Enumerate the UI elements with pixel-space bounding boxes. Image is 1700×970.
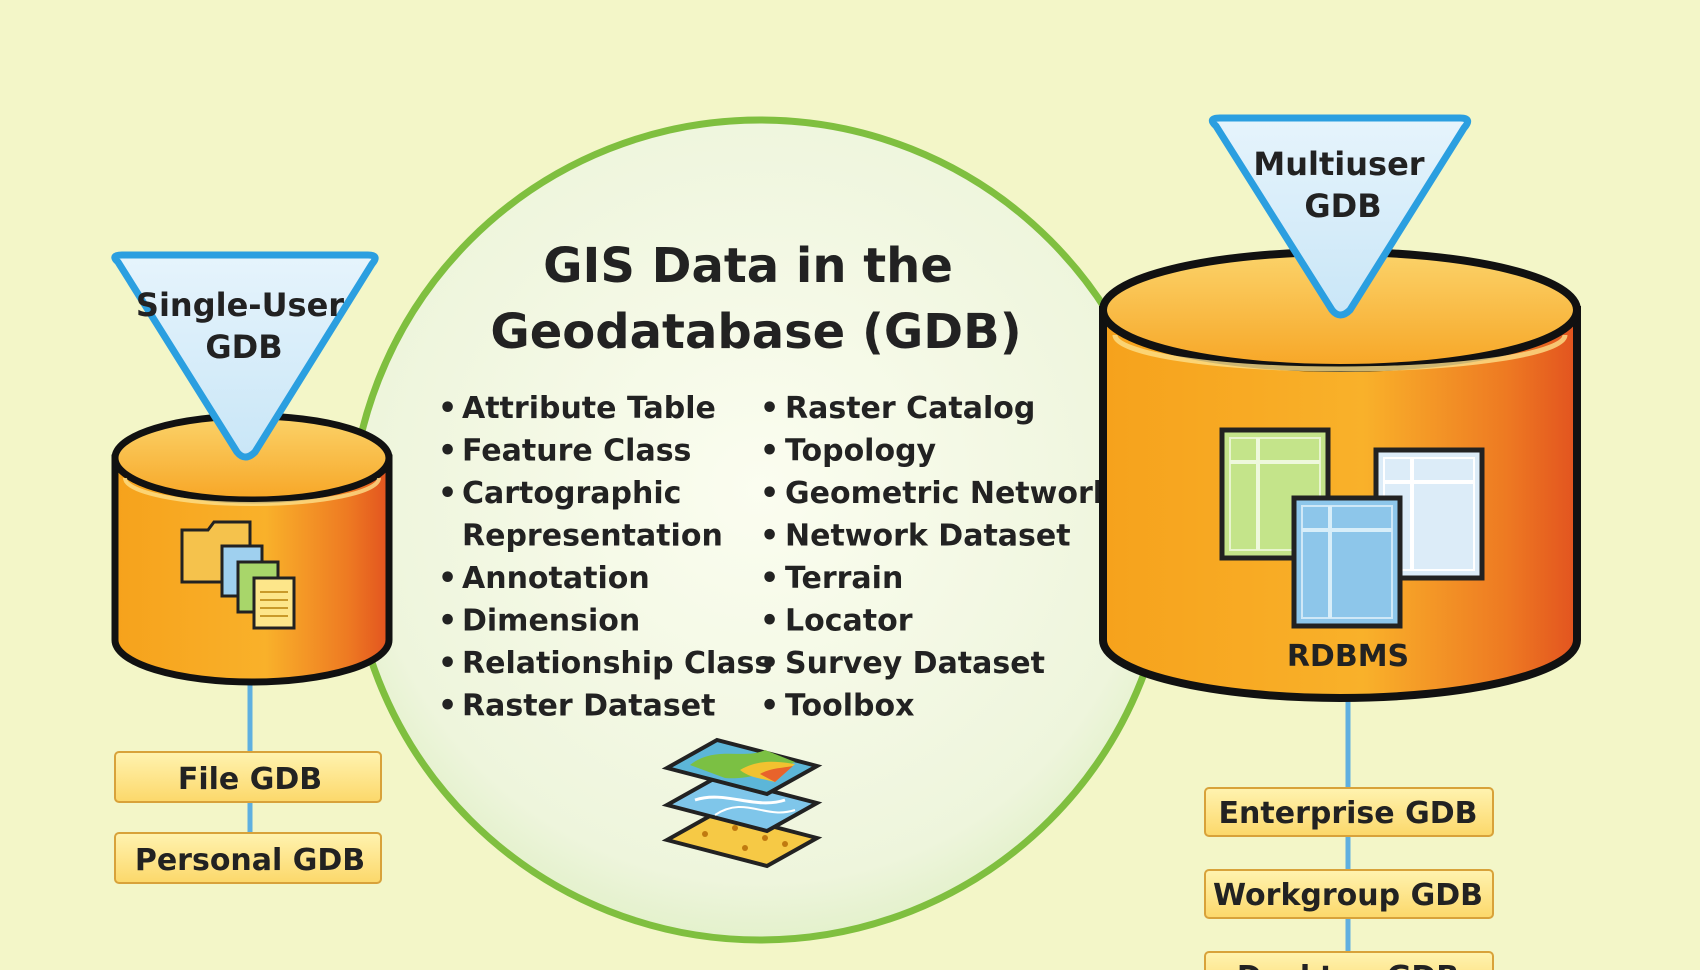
left-list-bullet: •	[438, 604, 457, 639]
left-list-bullet: •	[438, 689, 457, 724]
left-list-item: Dimension	[462, 604, 640, 639]
left-list-bullet: •	[438, 476, 457, 511]
personal-gdb-label: Personal GDB	[135, 843, 365, 878]
right-list-bullet: •	[760, 391, 779, 426]
workgroup-gdb-box: Workgroup GDB	[1204, 869, 1494, 919]
desktop-gdb-box: Desktop GDB	[1204, 951, 1494, 970]
left-list-bullet: •	[438, 561, 457, 596]
center-title-line1: GIS Data in the	[543, 238, 953, 294]
right-list-bullet: •	[760, 604, 779, 639]
workgroup-gdb-label: Workgroup GDB	[1213, 878, 1483, 913]
right-list-bullet: •	[760, 519, 779, 554]
left-list-bullet: •	[438, 646, 457, 681]
right-list-bullet: •	[760, 434, 779, 469]
right-list-item: Locator	[785, 604, 913, 639]
personal-gdb-box: Personal GDB	[114, 832, 382, 884]
multiuser-cylinder	[1099, 248, 1581, 702]
right-list-item: Raster Catalog	[785, 391, 1035, 426]
left-list-bullet: •	[438, 434, 457, 469]
multiuser-label-line1: Multiuser	[1253, 145, 1424, 183]
left-list-item: Cartographic	[462, 476, 681, 511]
folder-documents-icon	[180, 520, 296, 630]
left-data-list: •Attribute Table•Feature Class•Cartograp…	[438, 391, 772, 724]
right-list-item: Survey Dataset	[785, 646, 1045, 681]
multiuser-triangle	[1208, 114, 1472, 319]
enterprise-gdb-box: Enterprise GDB	[1204, 787, 1494, 837]
left-list-item: Raster Dataset	[462, 689, 715, 724]
center-title-line2: Geodatabase (GDB)	[490, 304, 1021, 360]
left-list-item: Representation	[462, 519, 723, 554]
left-list-item: Annotation	[462, 561, 650, 596]
tables-icon	[1219, 427, 1485, 629]
file-gdb-box: File GDB	[114, 751, 382, 803]
single-user-triangle	[111, 251, 379, 461]
multiuser-label-line2: GDB	[1304, 187, 1381, 225]
map-layers-icon	[661, 737, 823, 869]
right-list-item: Toolbox	[785, 689, 914, 724]
left-list-item: Relationship Class	[462, 646, 772, 681]
right-list-bullet: •	[760, 561, 779, 596]
right-list-item: Geometric Network	[785, 476, 1114, 511]
left-list-item: Feature Class	[462, 434, 691, 469]
left-list-bullet: •	[438, 391, 457, 426]
right-list-bullet: •	[760, 689, 779, 724]
right-data-list: •Raster Catalog•Topology•Geometric Netwo…	[760, 391, 1114, 724]
right-list-item: Network Dataset	[785, 519, 1071, 554]
rdbms-label: RDBMS	[1287, 639, 1409, 674]
right-list-item: Topology	[785, 434, 937, 469]
left-list-item: Attribute Table	[462, 391, 716, 426]
single-user-label-line1: Single-User	[136, 286, 344, 324]
right-list-item: Terrain	[785, 561, 903, 596]
file-gdb-label: File GDB	[178, 762, 322, 797]
right-list-bullet: •	[760, 646, 779, 681]
single-user-label-line2: GDB	[205, 328, 282, 366]
desktop-gdb-label: Desktop GDB	[1237, 960, 1459, 970]
enterprise-gdb-label: Enterprise GDB	[1219, 796, 1478, 831]
right-list-bullet: •	[760, 476, 779, 511]
